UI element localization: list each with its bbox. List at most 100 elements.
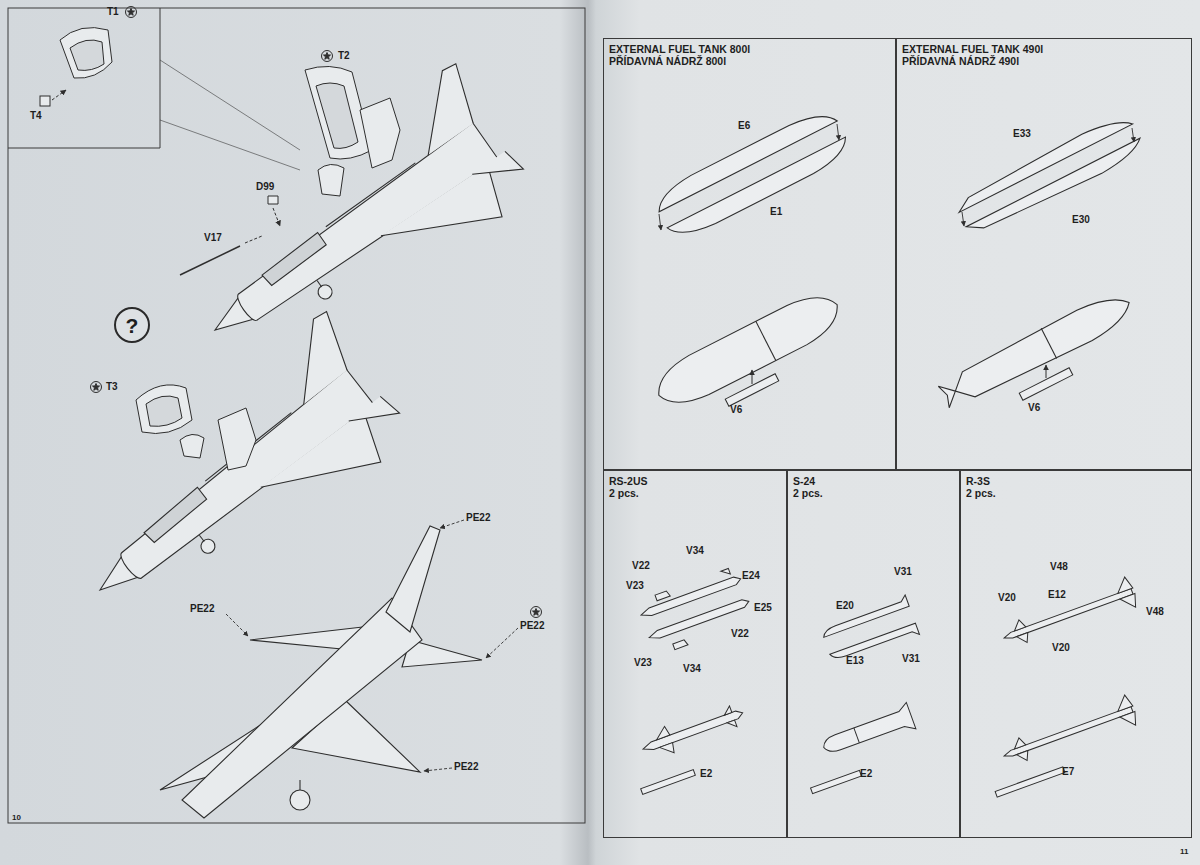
canopy-frame	[70, 40, 104, 70]
callout-number: T1	[107, 6, 119, 18]
inset-border	[8, 8, 160, 148]
callout-number: E12	[1048, 589, 1066, 601]
ejection-seat	[218, 408, 256, 470]
missile	[999, 694, 1140, 771]
fin	[386, 526, 440, 632]
canopy-part	[136, 385, 192, 434]
windscreen-part	[318, 164, 344, 196]
panel-heading: PŘÍDAVNÁ NÁDRŽ 800l	[609, 55, 890, 67]
callout-number: V6	[730, 404, 742, 416]
parts-panel: R-3S2 pcs.	[960, 470, 1192, 838]
callout-number: V23	[626, 580, 644, 592]
callout-number: E20	[836, 600, 854, 612]
pylon	[995, 767, 1065, 797]
rocket	[819, 702, 916, 760]
callout-number: V31	[902, 653, 920, 665]
callout-number: PE22	[454, 761, 478, 773]
leader-line	[273, 208, 280, 226]
aircraft-plan-view	[160, 526, 482, 818]
pylon	[811, 770, 862, 793]
callout-number: V23	[634, 657, 652, 669]
callout-number: V20	[1052, 642, 1070, 654]
canopy-frame	[146, 396, 182, 426]
callout-number: V34	[686, 545, 704, 557]
callout-number: PE22	[190, 603, 214, 615]
panel-heading: RS-2US	[609, 475, 781, 487]
parts-panel: EXTERNAL FUEL TANK 800lPŘÍDAVNÁ NÁDRŽ 80…	[603, 38, 896, 470]
ejection-seat	[360, 98, 400, 168]
aircraft-side-view	[50, 310, 421, 647]
panel-heading: EXTERNAL FUEL TANK 490l	[902, 43, 1186, 55]
callout-number: E24	[742, 570, 760, 582]
canopy-part	[60, 28, 112, 79]
panel-heading: 2 pcs.	[609, 487, 781, 499]
fuel-tank	[649, 285, 847, 415]
parts-panel: S-242 pcs.	[787, 470, 960, 838]
page-number: 11	[1180, 846, 1188, 858]
callout-number: E33	[1013, 128, 1031, 140]
wheel	[290, 790, 310, 810]
callout-number: V17	[204, 232, 222, 244]
leaders	[226, 520, 518, 771]
assembly-arrows	[659, 124, 839, 230]
callout-number: PE22	[520, 620, 544, 632]
assembly-arrows	[962, 128, 1134, 226]
callout-number: V22	[731, 628, 749, 640]
panel-heading: R-3S	[966, 475, 1186, 487]
canopy-parts	[136, 385, 256, 470]
small-part	[268, 196, 278, 204]
gear-leg	[299, 780, 300, 790]
callout-number: T3	[106, 381, 118, 393]
light-part	[40, 96, 50, 106]
callout-number: E7	[1062, 766, 1074, 778]
fuel-tank	[936, 287, 1137, 412]
panel-heading: 2 pcs.	[793, 487, 954, 499]
query-circle: ?	[114, 307, 150, 343]
callout-number: E30	[1072, 214, 1090, 226]
parts-panel: RS-2US2 pcs.	[603, 470, 787, 838]
panel-heading: 2 pcs.	[966, 487, 1186, 499]
callout-number: T2	[338, 50, 350, 62]
leader-line	[52, 90, 66, 100]
canopy-frame	[316, 83, 358, 148]
callout-number: E6	[738, 120, 750, 132]
callout-number: E25	[754, 602, 772, 614]
marking-symbol	[322, 51, 333, 62]
aircraft-side-view	[168, 62, 543, 389]
fuselage	[182, 598, 422, 818]
page-border	[8, 8, 585, 823]
windscreen-part	[180, 434, 204, 458]
pylon	[641, 770, 696, 795]
callout-number: V22	[632, 560, 650, 572]
inset-leader	[160, 60, 300, 170]
callout-number: V6	[1028, 402, 1040, 414]
callout-number: V34	[683, 663, 701, 675]
parts-panel: EXTERNAL FUEL TANK 490lPŘÍDAVNÁ NÁDRŽ 49…	[896, 38, 1192, 470]
callout-number: D99	[256, 181, 274, 193]
callout-number: V48	[1050, 561, 1068, 573]
callout-number: E2	[860, 768, 872, 780]
missile-exploded	[636, 566, 755, 657]
callout-number: E1	[770, 206, 782, 218]
rocket-exploded	[820, 595, 920, 666]
canopy-detail	[40, 28, 112, 106]
callout-number: PE22	[466, 512, 490, 524]
page-frame	[8, 8, 585, 823]
panel-heading: EXTERNAL FUEL TANK 800l	[609, 43, 890, 55]
leader-line	[245, 236, 262, 243]
assembly-arrow	[1046, 365, 1047, 378]
marking-symbol	[91, 382, 102, 393]
query-mark: ?	[126, 315, 139, 336]
callout-number: V48	[1146, 606, 1164, 618]
callout-number: V20	[998, 592, 1016, 604]
marking-symbol	[126, 7, 137, 18]
pitot-probe	[180, 246, 240, 275]
tank-lower-half	[667, 137, 853, 244]
panel-heading: S-24	[793, 475, 954, 487]
marking-symbol	[531, 607, 542, 618]
callout-number: E13	[846, 655, 864, 667]
canopy-parts	[180, 66, 400, 275]
callout-number: E2	[700, 768, 712, 780]
fuel-tank-halves	[953, 111, 1147, 239]
